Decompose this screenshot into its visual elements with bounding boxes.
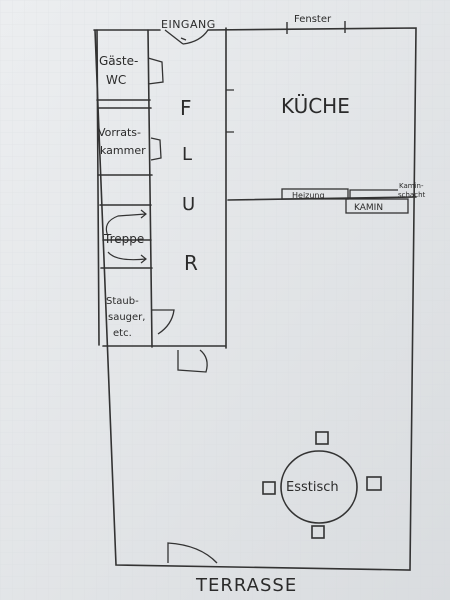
pantry-label-line2: kammer (100, 144, 146, 157)
heating-fireplace (281, 188, 409, 214)
stair-arrows (105, 209, 147, 264)
guest-wc-label-line1: Gäste- (99, 54, 138, 68)
chimney-label-line2: schacht (398, 191, 426, 199)
fireplace-label: KAMIN (354, 203, 383, 213)
stairs-label: Treppe (103, 232, 144, 246)
chair (311, 525, 325, 539)
dining-table-label: Esstisch (286, 480, 339, 495)
hall-letter-f: F (180, 96, 192, 120)
kitchen-label: KÜCHE (281, 94, 350, 118)
dining-area (262, 431, 382, 539)
doors (147, 29, 234, 564)
dining-table (280, 450, 358, 524)
guest-wc-label-line2: WC (106, 73, 126, 87)
terrace-label: TERRASSE (195, 575, 297, 596)
entrance-label: EINGANG (161, 18, 216, 31)
storage-label-line1: Staub- (106, 296, 139, 307)
chair (315, 431, 329, 445)
chair (262, 481, 276, 495)
hall-letter-r: R (184, 251, 198, 275)
storage-label-line3: etc. (113, 328, 132, 339)
heating-label: Heizung (292, 191, 325, 200)
pantry-label-line1: Vorrats- (98, 126, 141, 139)
walls (93, 27, 417, 571)
chimney-label-line1: Kamin- (399, 182, 424, 190)
storage-label-line2: sauger, (108, 312, 145, 323)
hall-letter-l: L (182, 144, 192, 165)
chair (366, 476, 382, 491)
window-marks (286, 21, 346, 34)
hall-letter-u: U (182, 194, 195, 215)
window-label: Fenster (294, 14, 332, 25)
